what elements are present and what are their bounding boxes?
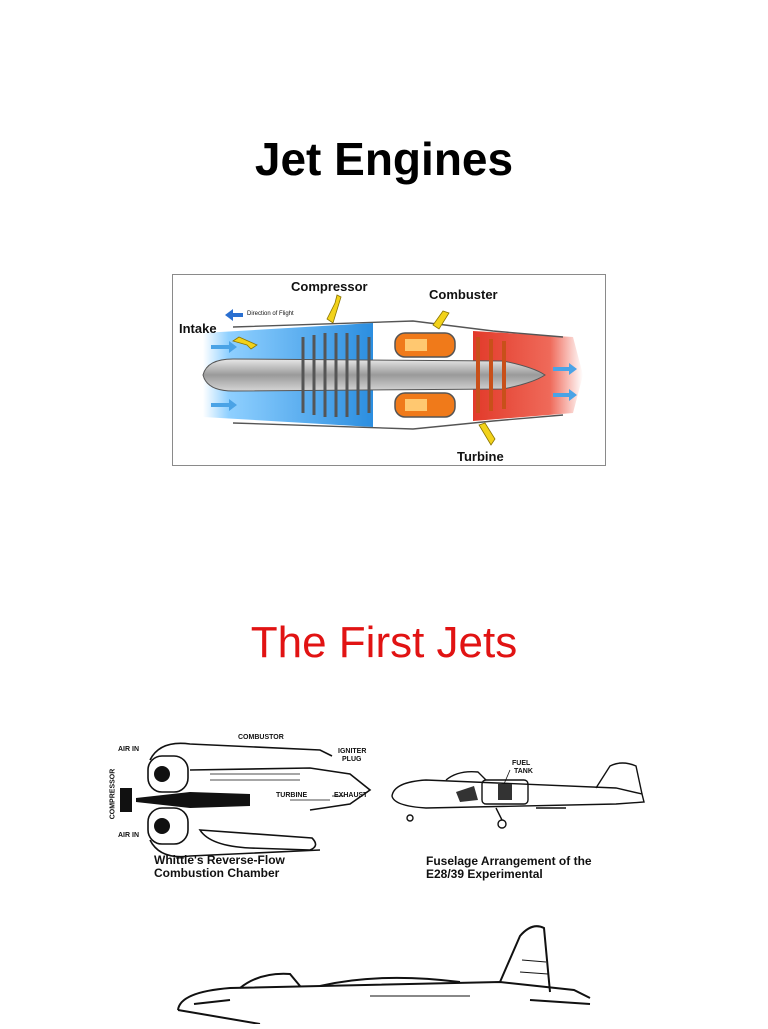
early-jet-aircraft-drawing bbox=[170, 920, 610, 1025]
e28-aircraft-drawing bbox=[391, 762, 645, 829]
direction-of-flight-label: Direction of Flight bbox=[247, 311, 294, 317]
whittle-caption-line1: Whittle's Reverse-Flow bbox=[154, 853, 285, 867]
combustor-label: COMBUSTOR bbox=[238, 734, 284, 741]
turbine-label: Turbine bbox=[457, 449, 504, 464]
fuel-label: FUEL bbox=[512, 760, 531, 767]
exhaust-label: EXHAUST bbox=[334, 792, 368, 799]
fuselage-caption-line1: Fuselage Arrangement of the bbox=[426, 854, 592, 868]
whittle-combustion-diagram: COMBUSTOR IGNITER PLUG AIR IN AIR IN COM… bbox=[100, 730, 390, 880]
jet-engine-illustration bbox=[202, 294, 583, 446]
intake-label: Intake bbox=[179, 321, 217, 336]
compressor-label: Compressor bbox=[291, 279, 368, 294]
fuselage-caption-line2: E28/39 Experimental bbox=[426, 867, 543, 881]
plug-label: PLUG bbox=[342, 756, 362, 763]
jet-aircraft-outline bbox=[177, 925, 591, 1025]
compressor-label-vertical: COMPRESSOR bbox=[109, 768, 117, 820]
air-in-top-label: AIR IN bbox=[118, 746, 139, 753]
turbine-label-small: TURBINE bbox=[276, 792, 308, 799]
igniter-label: IGNITER bbox=[338, 748, 367, 755]
whittle-engine-drawing bbox=[120, 742, 372, 858]
fuselage-arrangement-diagram: FUEL TANK Fuselage Arrangement of the E2… bbox=[386, 752, 656, 882]
jet-engine-diagram: Compressor Combuster Intake Turbine Dire… bbox=[172, 274, 606, 466]
whittle-caption-line2: Combustion Chamber bbox=[154, 866, 280, 880]
air-in-bottom-label: AIR IN bbox=[118, 832, 139, 839]
slide-title: Jet Engines bbox=[254, 133, 514, 185]
combuster-label: Combuster bbox=[429, 287, 498, 302]
slide-subtitle: The First Jets bbox=[250, 618, 518, 667]
tank-label: TANK bbox=[514, 768, 533, 775]
